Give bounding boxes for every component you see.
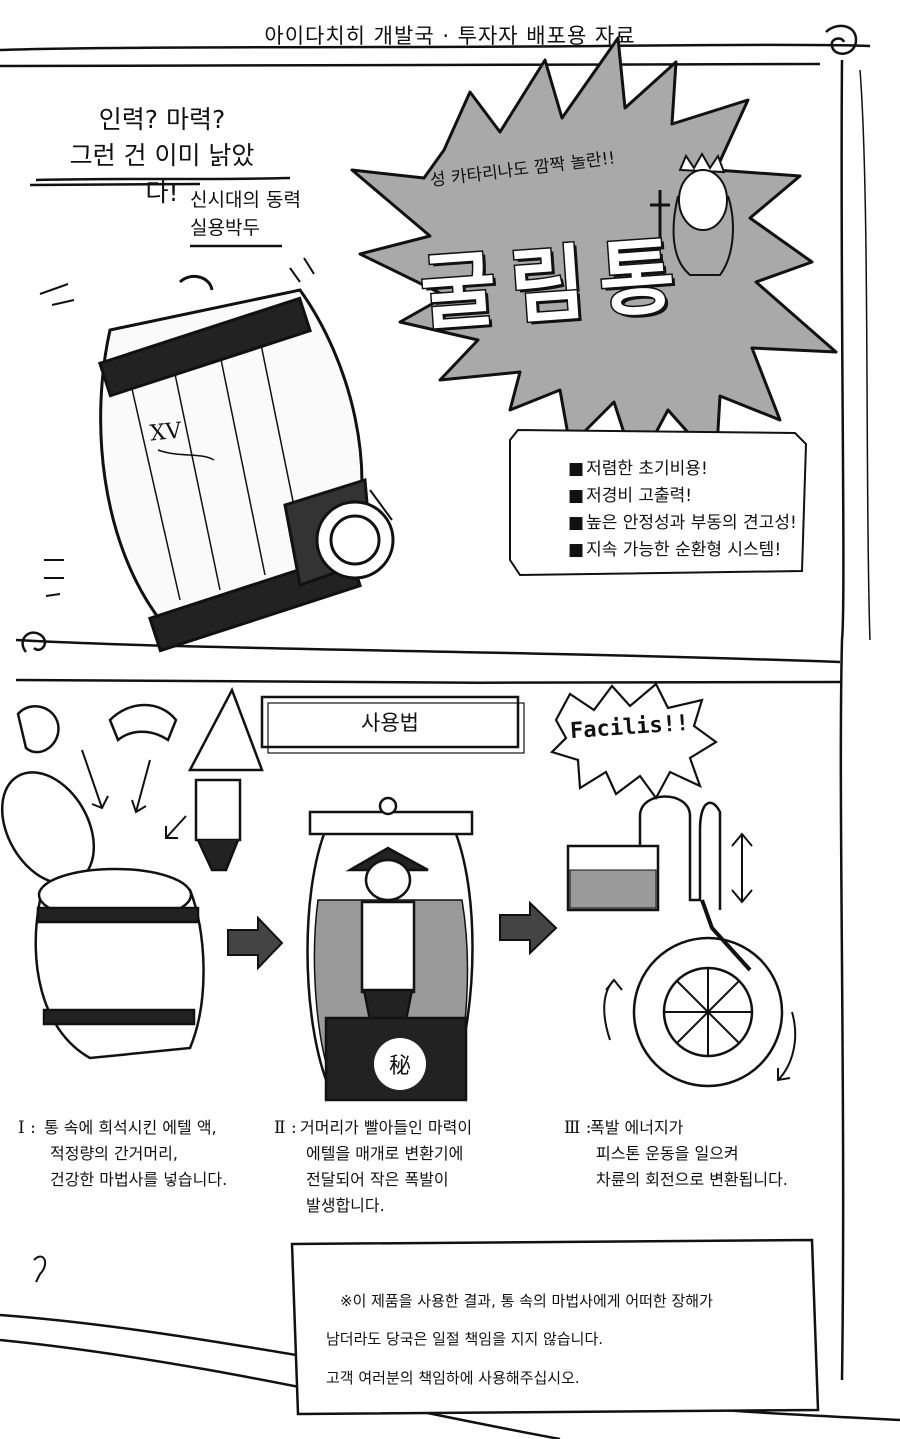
feature-item: 높은 안정성과 부동의 견고성! xyxy=(568,510,797,537)
step-2-line: 에텔을 매개로 변환기에 xyxy=(306,1143,464,1163)
usage-banner-shape xyxy=(260,695,525,754)
step-1-caption: Ⅰ : 통 속에 희석시킨 에텔 액, 적정량의 간거머리, 건강한 마법사를 … xyxy=(18,1115,228,1193)
subheadline-line-2: 실용박두 xyxy=(190,216,260,239)
hook-underlines xyxy=(29,176,291,248)
barrel-illustration xyxy=(97,274,395,653)
step-3-line: 차륜의 회전으로 변환됩니다. xyxy=(596,1169,788,1189)
usage-section-title: 사용법 xyxy=(361,711,419,735)
flow-arrow-1 xyxy=(227,915,284,971)
disclaimer-line-2: 남더라도 당국은 일절 책임을 지지 않습니다. xyxy=(326,1330,604,1349)
step-2-number: Ⅱ : xyxy=(274,1118,297,1138)
saint-catherine-figure xyxy=(650,151,734,276)
disclaimer-text: ※이 제품을 사용한 결과, 통 속의 마법사에게 어떠한 장해가 남더라도 당… xyxy=(326,1282,713,1397)
disclaimer-line-3: 고객 여러분의 책임하에 사용해주십시오. xyxy=(326,1368,580,1387)
headline-line-2: 그런 건 이미 낡았다! xyxy=(69,141,255,207)
subheadline-block: 신시대의 동력 실용박두 xyxy=(190,187,301,242)
step-1-line: 통 속에 희석시킨 에텔 액, xyxy=(44,1118,217,1137)
step-3-caption: Ⅲ : 폭발 에너지가 피스톤 운동을 일으켜 차륜의 회전으로 변환됩니다. xyxy=(564,1115,788,1193)
document-header-title: 아이다치히 개발국 · 투자자 배포용 자료 xyxy=(264,24,636,48)
step-3-line: 피스톤 운동을 일으켜 xyxy=(596,1143,739,1163)
motion-lines xyxy=(39,257,393,597)
step-3-line: 폭발 에너지가 xyxy=(590,1118,684,1137)
features-list: 저렴한 초기비용! 저경비 고출력! 높은 안정성과 부동의 견고성! 지속 가… xyxy=(568,456,797,563)
step3-illustration xyxy=(566,795,797,1088)
step-2-line: 전달되어 작은 폭발이 xyxy=(306,1169,449,1189)
step-2-caption: Ⅱ : 거머리가 빨아들인 마력이 에텔을 매개로 변환기에 전달되어 작은 폭… xyxy=(274,1115,473,1219)
disclaimer-line-1: ※이 제품을 사용한 결과, 통 속의 마법사에게 어떠한 장해가 xyxy=(340,1292,713,1310)
step2-illustration xyxy=(306,796,474,1102)
headline-line-1: 인력? 마력? xyxy=(98,105,226,134)
barrel-mark: XV xyxy=(148,418,183,447)
step-1-line: 적정량의 간거머리, xyxy=(50,1143,178,1163)
step-1-number: Ⅰ : xyxy=(18,1118,36,1138)
flow-arrow-2 xyxy=(499,900,558,956)
step1-illustration xyxy=(0,686,264,1060)
step-1-line: 건강한 마법사를 넣습니다. xyxy=(50,1169,228,1189)
facilis-burst-shape xyxy=(549,682,718,801)
burst-shape xyxy=(350,36,838,472)
step1-arrows xyxy=(81,749,187,839)
quill-doodle xyxy=(33,1255,47,1283)
disclaimer-box-shape xyxy=(290,1238,820,1416)
feature-item: 지속 가능한 순환형 시스템! xyxy=(568,537,797,564)
subheadline-line-1: 신시대의 동력 xyxy=(190,189,301,211)
feature-item: 저경비 고출력! xyxy=(568,483,797,510)
secret-seal: 秘 xyxy=(374,1038,426,1090)
step-2-line: 거머리가 빨아들인 마력이 xyxy=(300,1118,473,1137)
step-2-line: 발생합니다. xyxy=(306,1195,385,1215)
feature-item: 저렴한 초기비용! xyxy=(568,456,797,483)
product-name: 굴림통 xyxy=(416,226,693,343)
headline-block: 인력? 마력? 그런 건 이미 낡았다! xyxy=(62,102,262,211)
step-3-number: Ⅲ : xyxy=(564,1118,592,1138)
